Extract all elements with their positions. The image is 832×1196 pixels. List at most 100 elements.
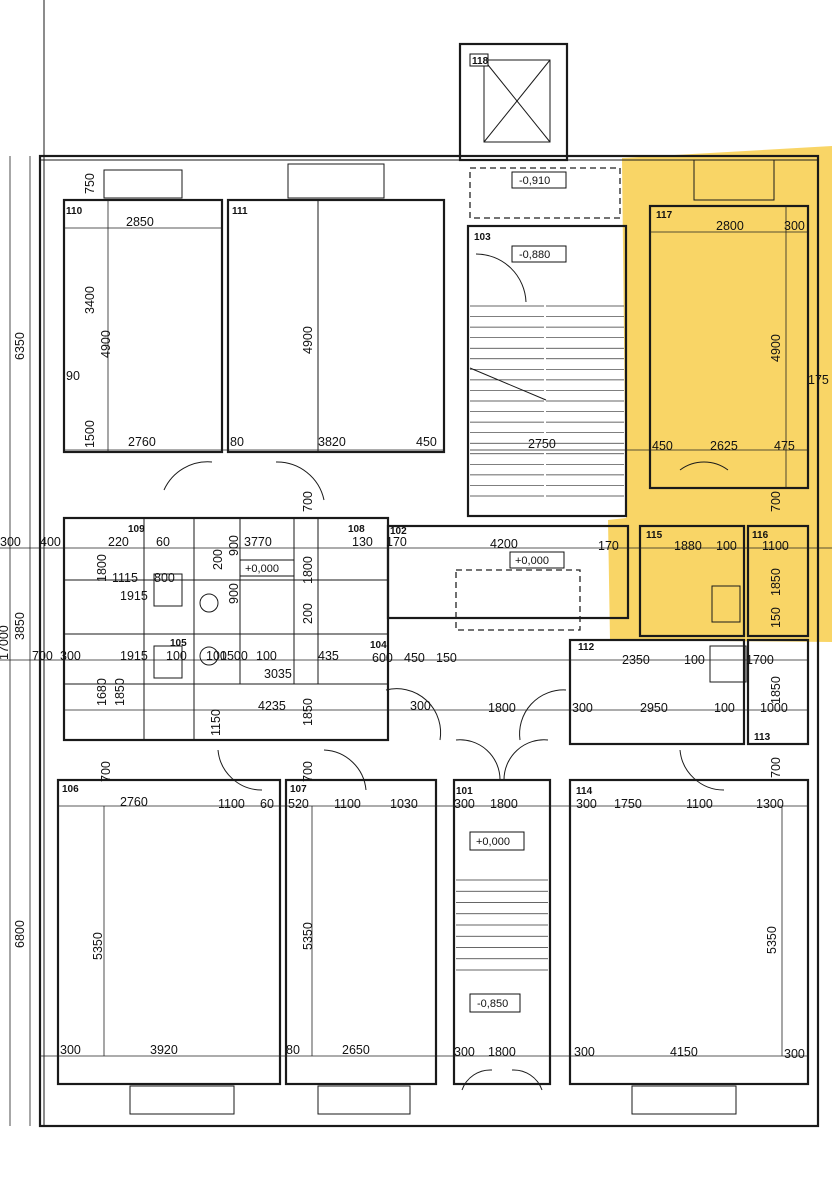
dim-text: 2800 <box>716 219 744 233</box>
dim-text: 1880 <box>674 539 702 553</box>
room-107 <box>284 778 438 1086</box>
room-101-label: 101 <box>456 786 473 797</box>
dim-text: 2625 <box>710 439 738 453</box>
door-arc-entry-a <box>461 1069 493 1091</box>
dim-text: 300 <box>784 219 805 233</box>
dim-text: 1030 <box>390 797 418 811</box>
dim-text: 1800 <box>488 701 516 715</box>
door-arc-104 <box>385 688 442 741</box>
room-113 <box>746 638 810 746</box>
dim-text: 2760 <box>120 795 148 809</box>
dim-text: 1850 <box>301 698 315 726</box>
dim-text: 3035 <box>264 667 292 681</box>
dim-text: 2750 <box>528 437 556 451</box>
dim-text: 3820 <box>318 435 346 449</box>
dim-text: 130 <box>352 535 373 549</box>
dim-text: 100 <box>166 649 187 663</box>
room-113-label: 113 <box>754 732 771 743</box>
dim-text: 520 <box>288 797 309 811</box>
stair-cut-line <box>469 367 547 401</box>
room-106 <box>56 778 282 1086</box>
room-115-label: 115 <box>646 530 663 541</box>
dim-text: 2350 <box>622 653 650 667</box>
dim-text: 1850 <box>769 568 783 596</box>
dim-text: 3920 <box>150 1043 178 1057</box>
dim-text: 1915 <box>120 649 148 663</box>
dim-text: 1100 <box>686 797 713 811</box>
dim-text: 1850 <box>113 678 127 706</box>
dim-text: 450 <box>404 651 425 665</box>
dim-text: 60 <box>260 797 274 811</box>
room-box-118 <box>469 53 489 67</box>
level-box-2 <box>511 245 567 263</box>
door-arc-101b <box>503 739 549 781</box>
basin-112 <box>709 645 747 683</box>
level-label-4: +0,000 <box>515 555 549 567</box>
door-arc-entry-b <box>511 1069 543 1091</box>
dim-text: 100 <box>716 539 737 553</box>
window-110 <box>103 169 183 199</box>
dim-text: 4150 <box>670 1045 698 1059</box>
dim-text: 300 <box>572 701 593 715</box>
dim-text: 1300 <box>756 797 784 811</box>
room-104-label: 104 <box>370 640 387 651</box>
dim-text: 4200 <box>490 537 518 551</box>
basin-a <box>153 573 183 607</box>
door-arc-110 <box>163 461 213 491</box>
door-arc-111 <box>275 461 325 501</box>
dim-text: 5350 <box>91 932 105 960</box>
dim-text: 2850 <box>126 215 154 229</box>
dim-text: 300 <box>60 1043 81 1057</box>
level-box-5 <box>469 831 525 851</box>
dim-text: 5350 <box>765 926 779 954</box>
dim-text: 700 <box>769 757 783 778</box>
stair-103 <box>466 224 628 518</box>
dim-text: 150 <box>769 607 783 628</box>
toilet-b <box>199 646 219 666</box>
dim-text: 1100 <box>218 797 245 811</box>
door-arc-107 <box>323 749 367 791</box>
dim-text: 900 <box>227 583 241 604</box>
room-109-label: 109 <box>128 524 145 535</box>
dim-text: 1800 <box>488 1045 516 1059</box>
door-arc-103 <box>475 253 527 303</box>
room-118-label: 118 <box>472 56 489 67</box>
dim-text: 1800 <box>301 556 315 584</box>
stair-steps-101 <box>456 879 548 971</box>
room-105-label: 105 <box>170 638 187 649</box>
dim-text: 100 <box>684 653 705 667</box>
dim-text: 80 <box>286 1043 300 1057</box>
dim-text: 1150 <box>209 709 223 736</box>
dim-text: 1000 <box>760 701 788 715</box>
dim-text: 17000 <box>0 625 11 660</box>
room-106-label: 106 <box>62 784 79 795</box>
dim-text: 300 <box>0 535 21 549</box>
level-label-1: -0,910 <box>519 175 550 187</box>
level-label-5: +0,000 <box>476 836 510 848</box>
window-117 <box>693 159 775 201</box>
dim-text: 150 <box>436 651 457 665</box>
room-112 <box>568 638 746 746</box>
dim-text: 700 <box>99 761 113 782</box>
door-arc-117 <box>679 461 729 471</box>
dim-text: 6800 <box>13 920 27 948</box>
elevator-shaft <box>458 42 569 162</box>
dim-text: 100 <box>206 649 227 663</box>
dim-text: 90 <box>66 369 80 383</box>
dim-text: 450 <box>416 435 437 449</box>
room-117-label: 117 <box>656 210 673 221</box>
level-label-2: -0,880 <box>519 249 550 261</box>
dim-text: 60 <box>156 535 170 549</box>
room-116 <box>746 524 810 638</box>
room-111 <box>226 198 446 454</box>
dim-text: 3770 <box>244 535 272 549</box>
basin-b <box>153 645 183 679</box>
dim-text: 600 <box>372 651 393 665</box>
dim-text: 1915 <box>120 589 148 603</box>
dim-text: 1115 <box>112 571 138 585</box>
dim-text: 220 <box>108 535 129 549</box>
dim-text: 750 <box>83 173 97 194</box>
room-116-label: 116 <box>752 530 769 541</box>
dim-text: 300 <box>576 797 597 811</box>
